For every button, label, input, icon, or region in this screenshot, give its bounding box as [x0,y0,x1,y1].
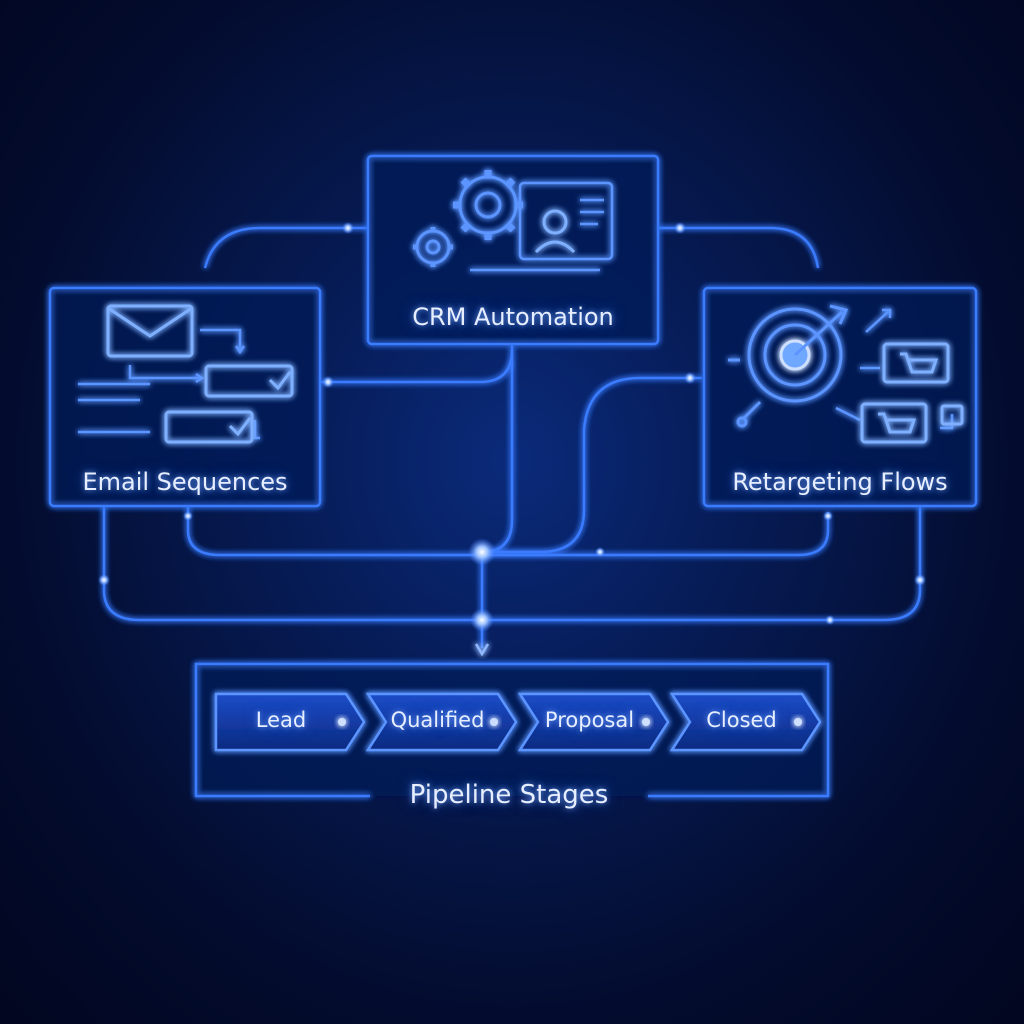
crm-automation-label: CRM Automation [412,303,614,331]
pipeline-stage-closed [669,692,822,752]
stage-chevron [669,692,822,752]
hub-glow [468,538,496,566]
pipeline-stage-label: Closed [706,708,777,732]
monitor-icon [470,181,614,272]
email-sequences-label: Email Sequences [82,468,288,496]
stage-dot-icon [794,718,802,726]
envelope-icon [106,304,194,358]
hub-glow-lower [470,608,494,632]
flow-arrows-icon [78,328,260,440]
gear-small-icon [413,227,453,267]
connector-retargeting-bottom-outer [482,505,922,622]
connector-dots [98,222,926,632]
stage-dot-icon [642,718,650,726]
pipeline-stage-lead [214,692,366,752]
connector-crm-to-retargeting [658,226,820,269]
stage-chevron [517,692,670,752]
cart-icon [860,342,964,444]
connector-email-right [320,349,514,384]
stage-chevron [214,692,366,752]
user-icon [534,209,576,254]
crm-automation-node [366,154,660,346]
email-panel-frame [48,286,322,508]
connector-retargeting-left [482,376,702,554]
text-lines-icon [580,198,604,226]
pipeline-title: Pipeline Stages [409,780,609,810]
connector-crm-trunk [481,345,514,554]
pipeline-stage-qualified [365,692,518,752]
stage-dot-icon [490,718,498,726]
connector-retargeting-bottom-inner [482,512,830,557]
hub-arrow-icon [474,643,490,657]
connector-email-bottom-outer [102,505,482,622]
target-icon [728,304,849,428]
arrows-icon [835,308,954,430]
stage-chevron [365,692,518,752]
checkbox-icon [164,364,294,444]
gear-icon [453,170,523,240]
connector-email-bottom-inner [186,505,482,557]
pipeline-stage-label: Proposal [544,708,635,732]
pipeline-stage-label: Lead [255,708,307,732]
connector-crm-to-email [203,226,368,269]
retargeting-flows-node [702,286,978,508]
stage-dot-icon [338,718,346,726]
retargeting-flows-label: Retargeting Flows [732,468,948,496]
email-sequences-node [48,286,322,508]
pipeline-stage-proposal [517,692,670,752]
pipeline-stage-chevrons [214,692,822,752]
pipeline-stage-label: Qualified [390,708,485,732]
crm-panel-frame [366,154,660,346]
connectors [102,226,922,648]
